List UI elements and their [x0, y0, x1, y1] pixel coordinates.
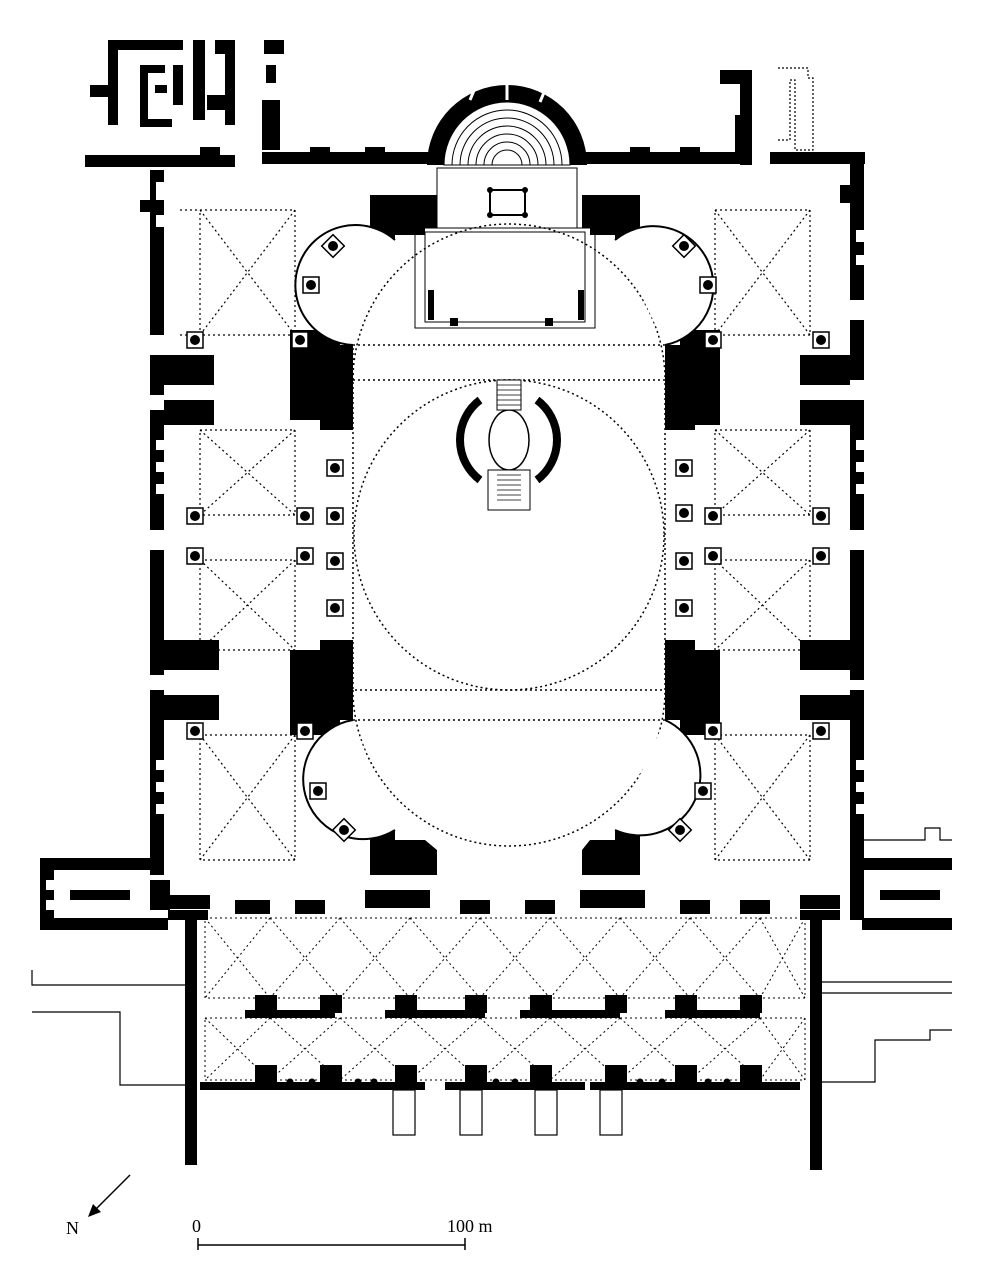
apse — [427, 85, 587, 166]
annex-outlines — [31, 827, 952, 1086]
sanctuary — [414, 167, 596, 329]
nave — [316, 223, 666, 847]
entrance-porches — [392, 1089, 623, 1136]
narthex-vaults — [204, 917, 806, 1081]
scale-bar-end-label: 100 m — [447, 1216, 493, 1236]
dotted-annex — [778, 67, 814, 151]
outer-walls — [40, 40, 952, 1170]
columns — [186, 233, 830, 843]
north-arrow — [88, 1174, 131, 1217]
aisle-vaults — [180, 209, 811, 861]
scale-bar-start-label: 0 — [192, 1216, 201, 1236]
main-piers — [290, 195, 720, 875]
north-arrow-label: N — [66, 1218, 79, 1238]
exedrae — [294, 224, 715, 841]
narthex-columns — [286, 1078, 731, 1086]
scale-bar — [197, 1238, 466, 1250]
ambo — [456, 379, 561, 511]
